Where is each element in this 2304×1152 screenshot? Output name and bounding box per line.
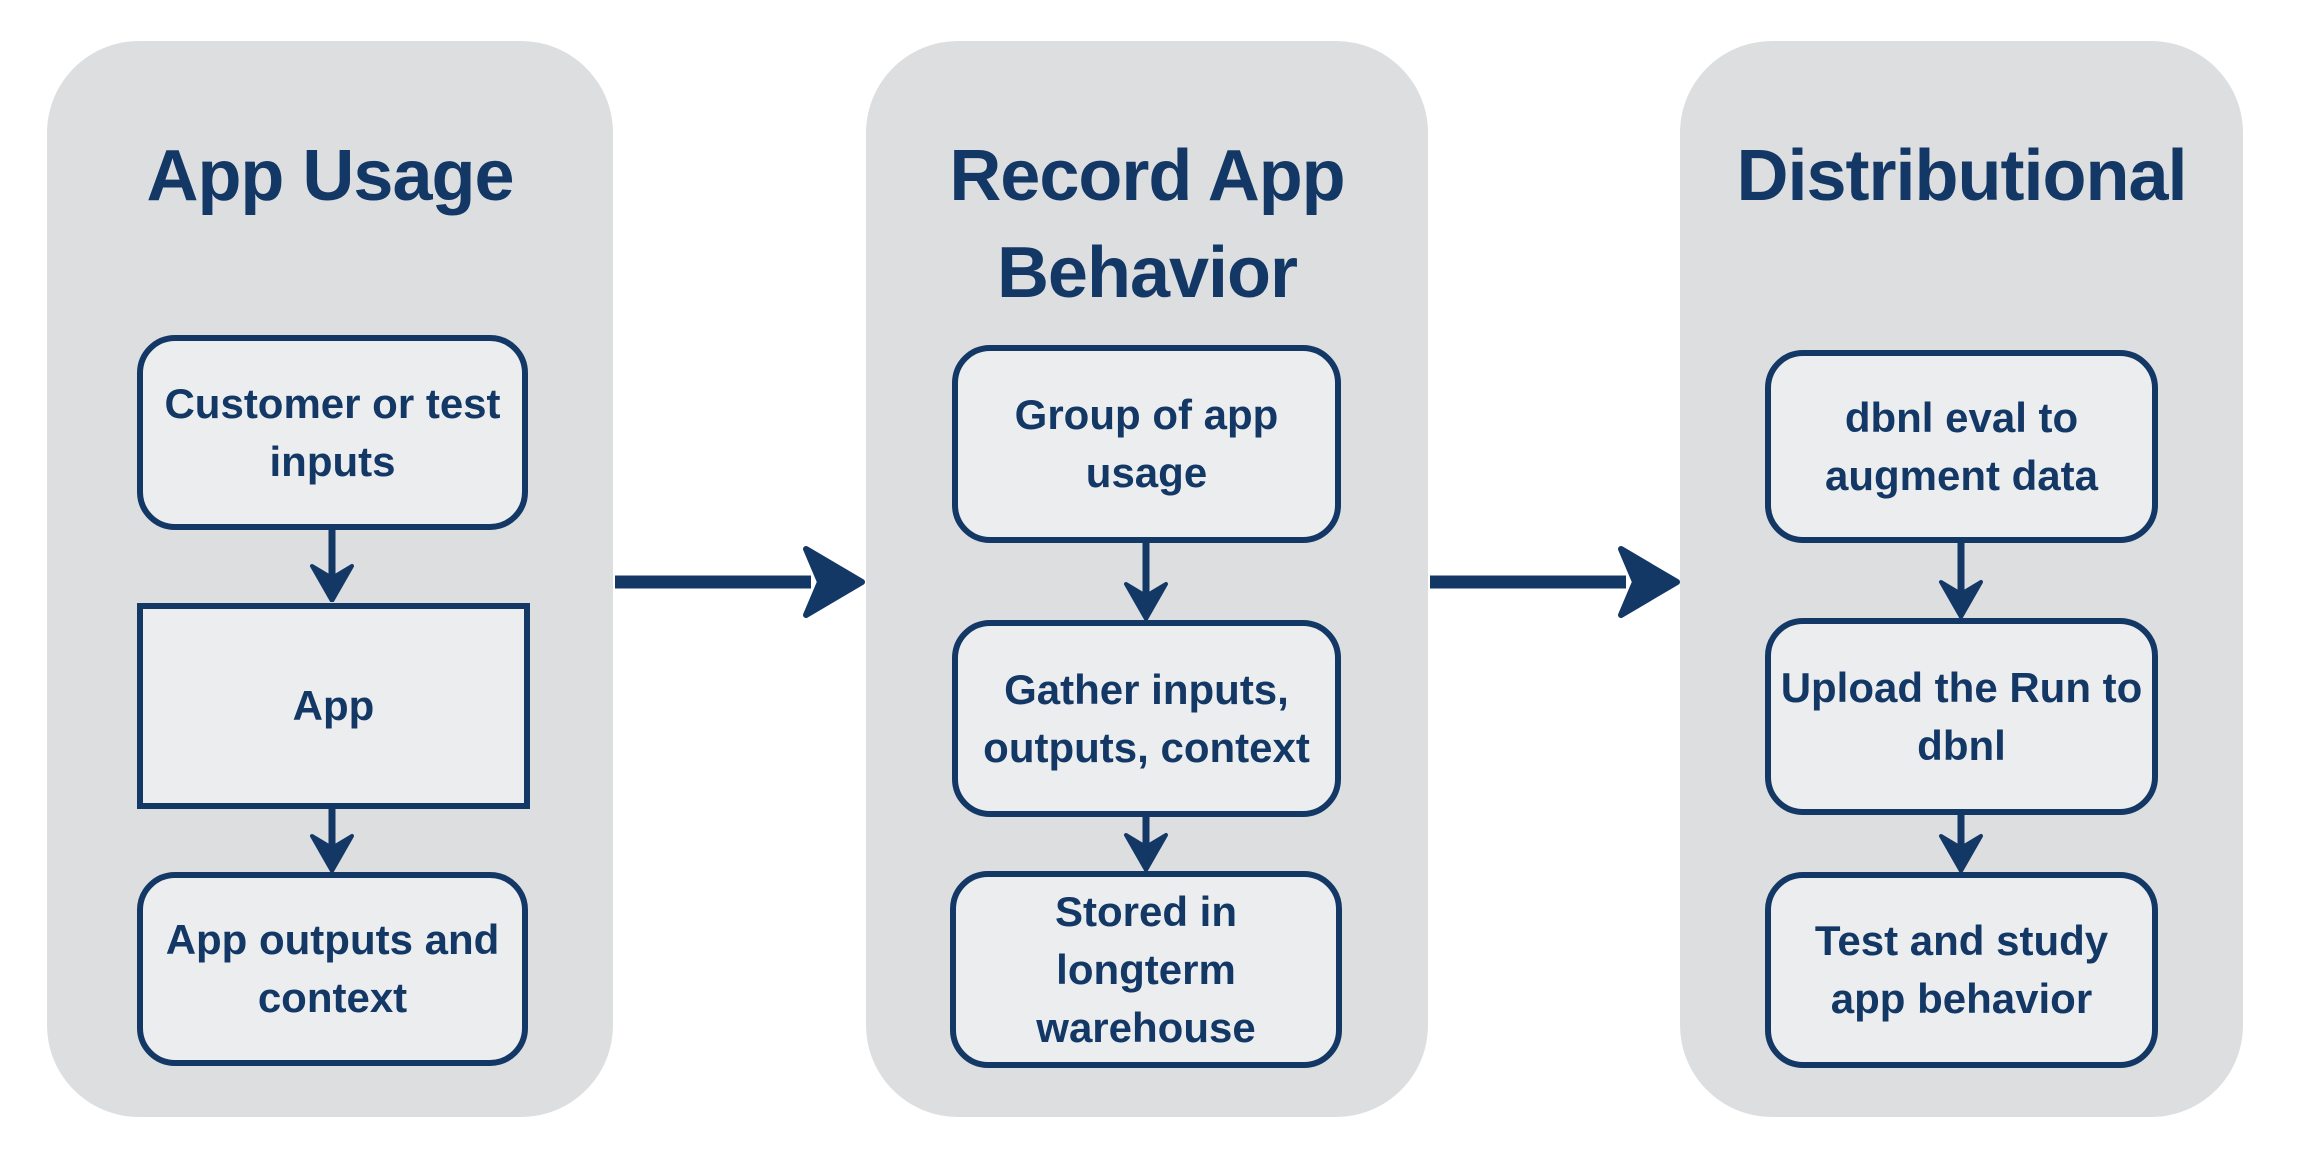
node-upload-the-run-to-dbnl: Upload the Run to dbnl xyxy=(1765,618,2158,815)
column-title-app-usage: App Usage xyxy=(146,135,514,216)
down-arrow-icon xyxy=(1124,543,1168,620)
down-arrow-icon xyxy=(310,530,354,602)
node-customer-or-test-inputs: Customer or test inputs xyxy=(137,335,528,530)
down-arrow-icon xyxy=(1124,817,1168,871)
node-gather-inputs-outputs-context: Gather inputs, outputs, context xyxy=(952,620,1341,817)
down-arrow-icon xyxy=(310,809,354,872)
arrowhead xyxy=(1124,833,1168,871)
arrowhead xyxy=(1939,834,1983,872)
node-app-outputs-and-context: App outputs and context xyxy=(137,872,528,1066)
node-test-and-study-app-behavior: Test and study app behavior xyxy=(1765,872,2158,1068)
node-app: App xyxy=(137,603,530,809)
column-title-record-app-behavior: Record App Behavior xyxy=(949,135,1345,313)
arrowhead xyxy=(1939,580,1983,618)
arrowhead xyxy=(1618,546,1680,618)
right-arrow-icon xyxy=(615,546,865,618)
node-stored-in-longterm-warehouse: Stored in longterm warehouse xyxy=(950,871,1342,1068)
down-arrow-icon xyxy=(1939,815,1983,872)
node-dbnl-eval-to-augment-data: dbnl eval to augment data xyxy=(1765,350,2158,543)
arrowhead xyxy=(803,546,865,618)
arrowhead xyxy=(310,564,354,602)
right-arrow-icon xyxy=(1430,546,1680,618)
arrowhead xyxy=(1124,582,1168,620)
arrowhead xyxy=(310,834,354,872)
column-title-distributional: Distributional xyxy=(1736,135,2188,216)
down-arrow-icon xyxy=(1939,543,1983,618)
node-group-of-app-usage: Group of app usage xyxy=(952,345,1341,543)
